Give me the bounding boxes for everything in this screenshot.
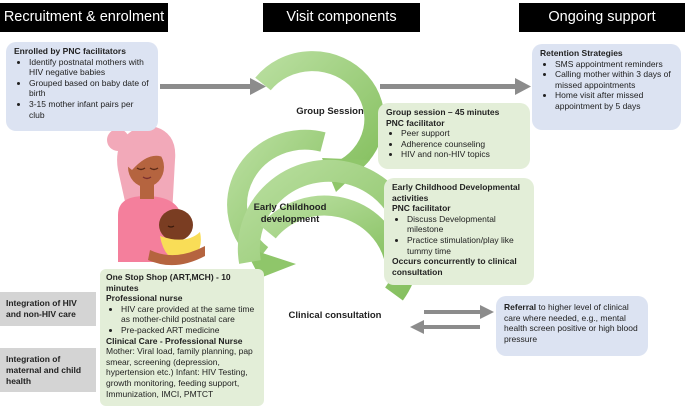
list-item: Home visit after missed appointment by 5…	[555, 90, 673, 111]
ring-label-clinical: Clinical consultation	[288, 310, 382, 321]
arrow-enrol-to-group	[160, 78, 266, 95]
enrolled-box: Enrolled by PNC facilitators Identify po…	[6, 42, 158, 131]
list-item: Discuss Developmental milestone	[407, 214, 526, 235]
list-item: Practice stimulation/play like tummy tim…	[407, 235, 526, 256]
early-childhood-subtitle: PNC facilitator	[392, 203, 451, 214]
enrolled-title: Enrolled by PNC facilitators	[14, 46, 126, 56]
list-item: Calling mother within 3 days of missed a…	[555, 69, 673, 90]
arrow-group-to-retention	[380, 78, 531, 95]
list-item: HIV and non-HIV topics	[401, 149, 522, 160]
list-item: Pre-packed ART medicine	[121, 325, 258, 336]
list-item: Identify postnatal mothers with HIV nega…	[29, 57, 150, 78]
clinical-care-title: Clinical Care - Professional Nurse	[106, 335, 243, 346]
list-item: Adherence counseling	[401, 139, 522, 150]
one-stop-subtitle: Professional nurse	[106, 293, 183, 304]
early-childhood-footer: Occurs concurrently to clinical consulta…	[392, 256, 517, 277]
retention-box: Retention Strategies SMS appointment rem…	[532, 44, 681, 130]
integration-mch-label: Integration of maternal and child health	[0, 348, 96, 392]
group-session-subtitle: PNC facilitator	[386, 117, 445, 128]
referral-box: Referral to higher level of clinical car…	[496, 296, 648, 356]
list-item: Peer support	[401, 128, 522, 139]
list-item: 3-15 mother infant pairs per club	[29, 99, 150, 120]
group-session-box: Group session – 45 minutes PNC facilitat…	[378, 103, 530, 169]
header-recruitment: Recruitment & enrolment	[0, 3, 168, 32]
one-stop-shop-box: One Stop Shop (ART,MCH) - 10 minutes Pro…	[100, 269, 264, 406]
list-item: Grouped based on baby date of birth	[29, 78, 150, 99]
integration-hiv-label: Integration of HIV and non-HIV care	[0, 292, 96, 326]
arrow-clinical-referral	[410, 305, 494, 334]
ring-label-early-childhood: Early Childhood development	[253, 202, 327, 225]
list-item: SMS appointment reminders	[555, 59, 673, 70]
group-session-title: Group session – 45 minutes	[386, 107, 500, 117]
retention-title: Retention Strategies	[540, 48, 623, 58]
referral-text: to higher level of clinical care where n…	[504, 302, 638, 344]
mother-baby-icon	[107, 125, 205, 266]
header-visit-components: Visit components	[263, 3, 420, 32]
header-ongoing-support: Ongoing support	[519, 3, 685, 32]
early-childhood-title: Early Childhood Developmental activities	[392, 182, 520, 203]
early-childhood-box: Early Childhood Developmental activities…	[384, 178, 534, 285]
list-item: HIV care provided at the same time as mo…	[121, 304, 258, 325]
referral-label: Referral	[504, 302, 537, 312]
clinical-care-text: Mother: Viral load, family planning, pap…	[106, 346, 253, 399]
one-stop-title: One Stop Shop (ART,MCH) - 10 minutes	[106, 272, 231, 293]
ring-label-group-session: Group Session	[296, 106, 364, 117]
